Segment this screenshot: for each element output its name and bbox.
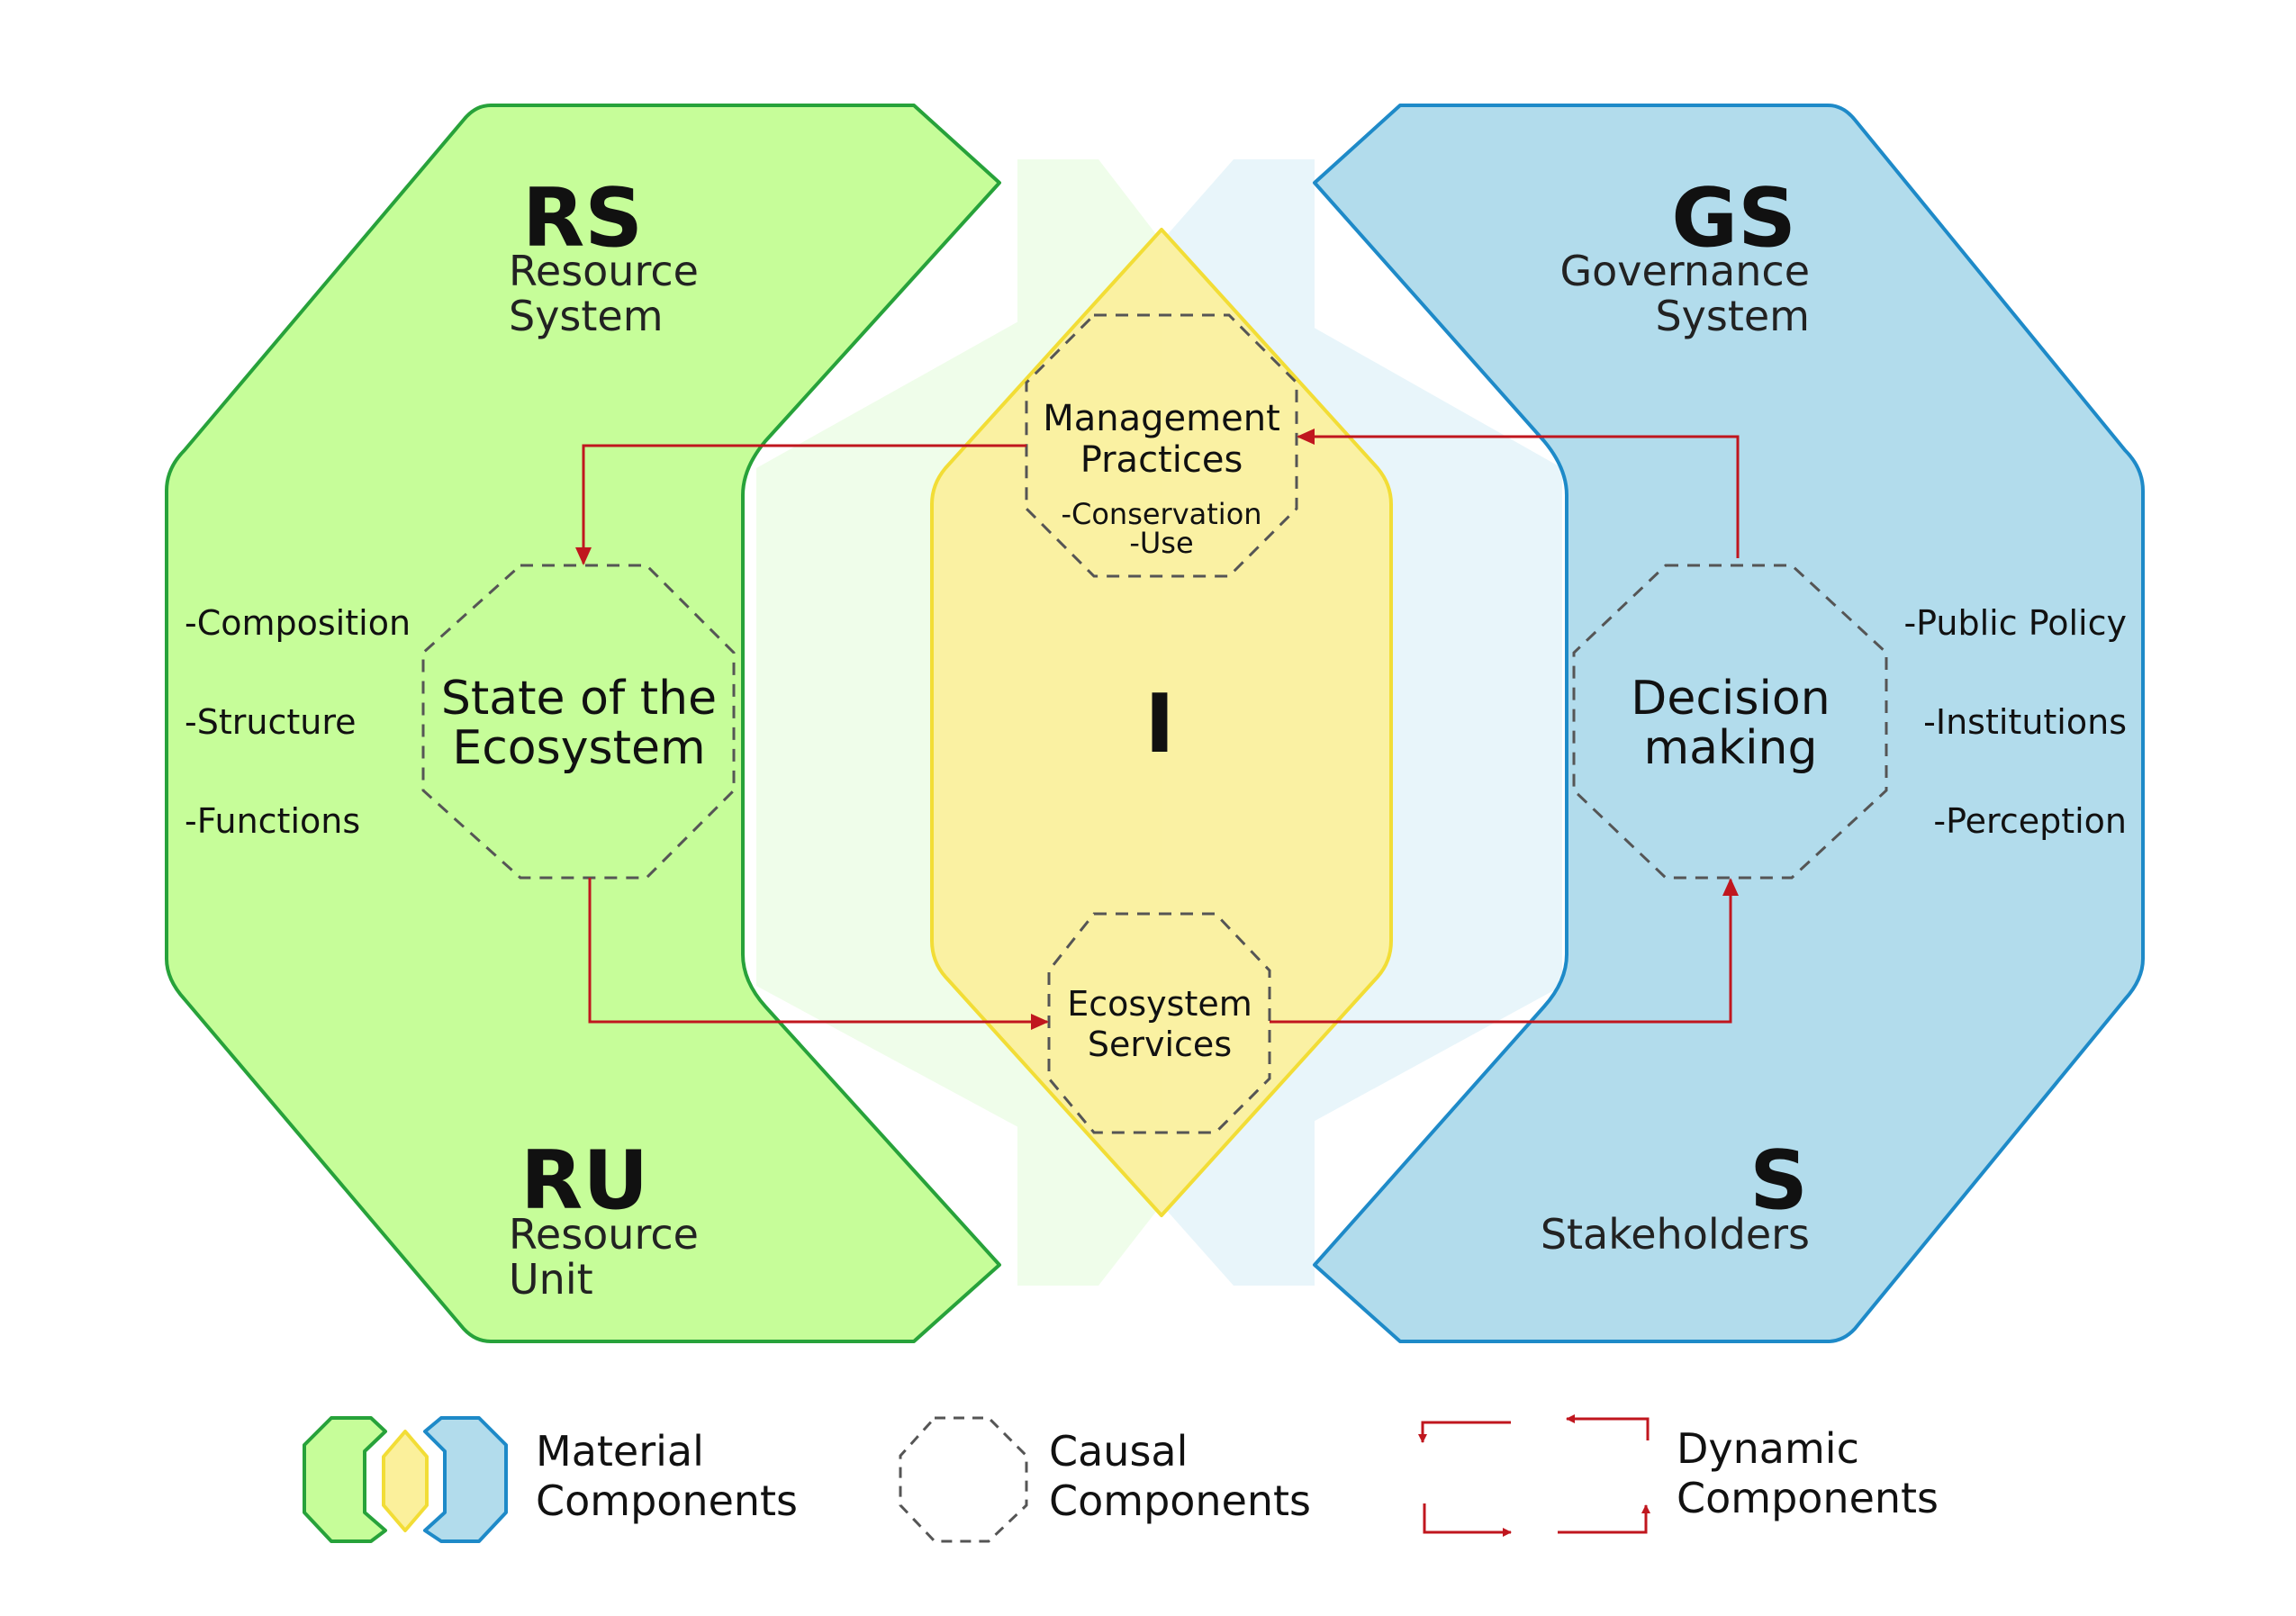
management-node-sub1: -Conservation [1061, 497, 1261, 531]
state-node-line2: Ecosystem [452, 721, 705, 775]
rs-code: RS [522, 171, 643, 266]
ru-code: RU [520, 1133, 648, 1228]
left-attribute: -Functions [185, 801, 360, 841]
legend-material-line1: Material [536, 1427, 704, 1476]
i-code: I [1144, 677, 1175, 772]
right-attribute: -Perception [1933, 801, 2127, 841]
legend-material-icon [303, 1416, 508, 1543]
legend-dynamic-icon [1418, 1414, 1650, 1537]
left-attribute: -Composition [185, 603, 411, 643]
rs-line2: System [509, 292, 664, 340]
overlap-edge-right [1542, 440, 1568, 1007]
arrow-services-to-decision [1270, 878, 1739, 1024]
state-node-line1: State of the [441, 672, 717, 726]
decision-octagon [1572, 564, 1888, 880]
arrow-management-to-state [575, 444, 1026, 565]
ru-line2: Unit [509, 1255, 593, 1304]
decision-node-line1: Decision [1631, 672, 1830, 726]
right-attribute: -Public Policy [1903, 603, 2127, 643]
services-node-line1: Ecosystem [1067, 984, 1252, 1024]
arrow-decision-to-management [1297, 429, 1740, 558]
rs-line1: Resource [509, 247, 699, 295]
legend-dynamic-line1: Dynamic [1677, 1424, 1859, 1473]
legend-causal-line2: Components [1049, 1476, 1311, 1525]
gs-line1: Governance [1559, 247, 1810, 295]
left-attribute: -Structure [185, 702, 356, 742]
legend-dynamic-line2: Components [1677, 1474, 1939, 1522]
ru-line1: Resource [509, 1210, 699, 1259]
overlap-edge-left [741, 440, 767, 1007]
services-node-line2: Services [1088, 1025, 1232, 1064]
s-line1: Stakeholders [1541, 1210, 1810, 1259]
legend-material-line2: Components [536, 1476, 798, 1525]
resource-system-shape [165, 104, 1001, 1343]
legend-causal-icon [899, 1416, 1028, 1543]
arrow-state-to-services [588, 878, 1049, 1030]
gs-code: GS [1671, 171, 1796, 266]
management-octagon [1025, 313, 1298, 578]
management-node-sub2: -Use [1129, 526, 1193, 560]
s-code: S [1749, 1133, 1808, 1228]
management-node-line2: Practices [1080, 439, 1243, 481]
gs-line2: System [1655, 292, 1810, 340]
decision-node-line2: making [1643, 721, 1817, 775]
interactions-shape [930, 228, 1393, 1217]
legend-causal-line1: Causal [1049, 1427, 1188, 1476]
governance-system-shape [1313, 104, 2145, 1343]
management-node-line1: Management [1043, 398, 1280, 439]
right-attribute: -Institutions [1923, 702, 2127, 742]
